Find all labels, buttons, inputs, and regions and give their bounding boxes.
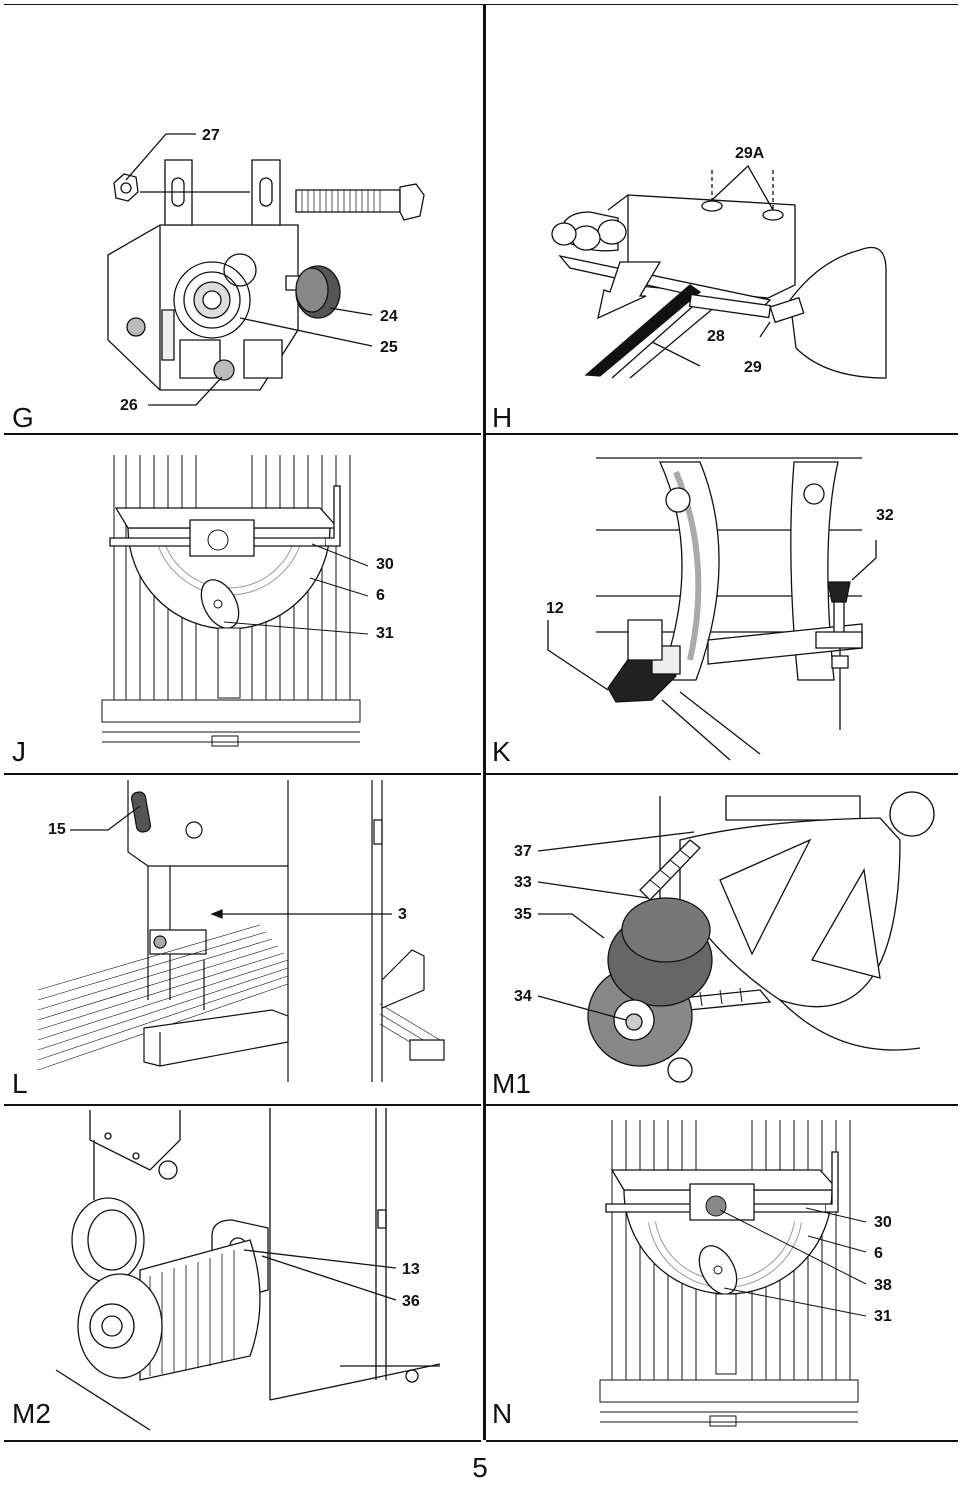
callout-n-6: 6 (874, 1245, 883, 1262)
figure-m1-belt-drive (0, 0, 960, 1100)
row-divider-1-left (4, 433, 481, 435)
figure-h-rip-fence (0, 0, 960, 430)
figure-n-mitre-gauge (0, 0, 960, 1440)
figure-m2-motor (0, 0, 480, 1440)
callout-g-24: 24 (380, 308, 398, 325)
top-border (4, 4, 958, 5)
row-divider-2-right (486, 773, 958, 775)
row-divider-1-right (486, 433, 958, 435)
callout-n-38: 38 (874, 1277, 892, 1294)
callout-k-32: 32 (876, 507, 894, 524)
callout-m1-33: 33 (514, 874, 532, 891)
row-divider-3-right (486, 1104, 958, 1106)
panel-letter-g: G (12, 402, 34, 433)
panel-letter-m1: M1 (492, 1068, 531, 1099)
figure-j-mitre-gauge (0, 0, 480, 770)
callout-g-27: 27 (202, 127, 220, 144)
row-divider-3-left (4, 1104, 481, 1106)
callout-g-25: 25 (380, 339, 398, 356)
panel-letter-j: J (12, 736, 26, 767)
panel-letter-h: H (492, 402, 513, 433)
figure-g-guide-assembly (0, 0, 480, 430)
callout-m1-35: 35 (514, 906, 532, 923)
panel-letter-l: L (12, 1068, 28, 1099)
figure-k-table-tilt (0, 0, 960, 770)
callout-n-30: 30 (874, 1214, 892, 1231)
callout-m1-34: 34 (514, 988, 532, 1005)
callout-l-3: 3 (398, 906, 407, 923)
callout-k-12: 12 (546, 600, 564, 617)
callout-j-6: 6 (376, 587, 385, 604)
callout-m2-36: 36 (402, 1293, 420, 1310)
callout-h-28: 28 (707, 328, 725, 345)
panel-letter-m2: M2 (12, 1398, 51, 1429)
panel-letter-n: N (492, 1398, 513, 1429)
callout-l-15: 15 (48, 821, 66, 838)
callout-m1-37: 37 (514, 843, 532, 860)
callout-g-26: 26 (120, 397, 138, 414)
callout-h-29a: 29A (735, 145, 765, 162)
center-divider (483, 4, 486, 1440)
callout-h-29: 29 (744, 359, 762, 376)
callout-m2-13: 13 (402, 1261, 420, 1278)
page-number: 5 (472, 1452, 488, 1483)
row-divider-4-right (486, 1440, 958, 1442)
callout-n-31: 31 (874, 1308, 892, 1325)
figure-l-blade-guard (0, 780, 480, 1100)
callout-j-30: 30 (376, 556, 394, 573)
row-divider-2-left (4, 773, 481, 775)
panel-letter-k: K (492, 736, 511, 767)
row-divider-4-left (4, 1440, 481, 1442)
callout-j-31: 31 (376, 625, 394, 642)
